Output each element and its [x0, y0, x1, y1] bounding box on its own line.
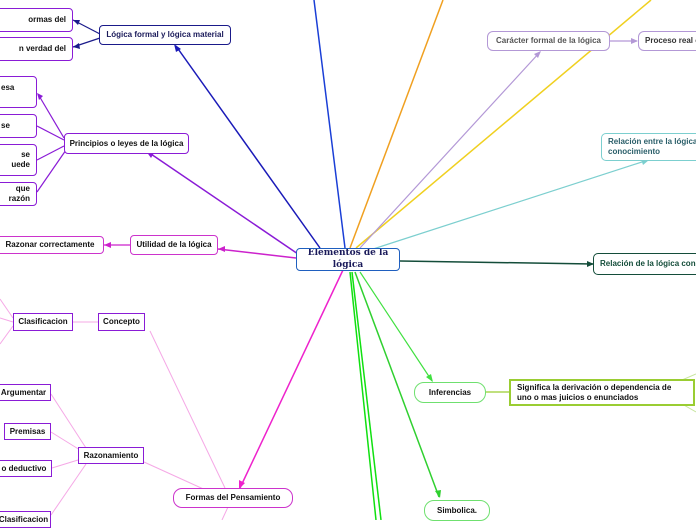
edge-principios-3 [36, 145, 65, 161]
logica-formal-label: Lógica formal y lógica material [106, 30, 224, 39]
node-inferencias-detail[interactable]: Significa la derivación o dependencia de… [509, 379, 695, 406]
edge-root-inferencias [359, 271, 433, 382]
edge-root-top-orange [349, 0, 444, 249]
edge-razonamiento-clasificacion [50, 463, 87, 516]
arrow-inferencias [426, 374, 433, 382]
principio-4-label: que razón [8, 184, 30, 203]
edge-razonamiento-argumentar [50, 393, 87, 449]
arrow-formas [239, 480, 245, 489]
edge-principios-4 [36, 149, 67, 193]
premisas-label: Premisas [9, 426, 46, 436]
edge-root-principios [147, 151, 299, 255]
edge-formas-razonamiento [143, 461, 211, 493]
deductivo-label: o deductivo [1, 463, 47, 473]
principio-3-label: se uede [11, 150, 30, 169]
arrow-logica-verdad [73, 43, 80, 49]
principio-2-label: se [1, 121, 10, 130]
edge-razonamiento-deductivo [51, 459, 79, 469]
arrow-simbolica [435, 490, 441, 498]
arrow-utilidad [218, 246, 225, 252]
node-concepto[interactable]: Concepto [98, 313, 145, 331]
arrow-principios-1 [37, 93, 43, 100]
verdad-del-label: n verdad del [18, 44, 66, 53]
edge-formas-down [221, 506, 229, 520]
concepto-label: Concepto [103, 317, 140, 326]
formas-pensamiento-label: Formas del Pensamiento [185, 493, 281, 502]
edge-razonamiento-premisas [50, 431, 81, 451]
node-razonamiento[interactable]: Razonamiento [78, 447, 144, 464]
node-formas-pensamiento[interactable]: Formas del Pensamiento [173, 488, 293, 508]
edge-principios-2 [36, 125, 65, 141]
relacion-conocimiento-label: Relación entre la lógica conocimiento [608, 137, 696, 156]
edge-root-logica-formal [175, 45, 321, 249]
node-argumentar[interactable]: Argumentar [0, 384, 51, 401]
simbolica-label: Simbolica. [436, 505, 477, 515]
node-principio-2[interactable]: se [0, 114, 37, 138]
edge-root-bottom-green-2 [351, 271, 382, 520]
node-logica-formal[interactable]: Lógica formal y lógica material [99, 25, 231, 45]
formas-del-label: ormas del [28, 15, 66, 24]
node-utilidad[interactable]: Utilidad de la lógica [130, 235, 218, 255]
edge-clasificacion-b [0, 317, 14, 323]
node-simbolica[interactable]: Simbolica. [424, 500, 490, 521]
edge-root-utilidad [217, 248, 297, 259]
node-relacion-con[interactable]: Relación de la lógica con [593, 253, 696, 275]
edge-root-relacion-con [399, 260, 594, 265]
node-principio-4[interactable]: que razón [0, 182, 37, 206]
arrow-caracter [534, 51, 541, 58]
edge-root-relacion-conocimiento [369, 159, 649, 251]
node-inferencias[interactable]: Inferencias [414, 382, 486, 403]
edge-root-formas [239, 269, 344, 489]
arrow-logica-formal [174, 44, 181, 52]
argumentar-label: Argumentar [0, 387, 47, 397]
edge-root-simbolica [354, 271, 440, 498]
edge-root-top-blue [313, 0, 346, 249]
node-relacion-conocimiento[interactable]: Relación entre la lógica conocimiento [601, 133, 696, 161]
relacion-con-label: Relación de la lógica con [600, 259, 696, 268]
root-node[interactable]: Elementos de la lógica [296, 248, 400, 271]
node-principios[interactable]: Principios o leyes de la lógica [64, 133, 189, 154]
razonar-label: Razonar correctamente [5, 240, 95, 249]
arrow-relacion-con [587, 261, 594, 267]
root-label: Elementos de la lógica [307, 248, 389, 270]
caracter-label: Carácter formal de la lógica [496, 36, 601, 45]
node-razonar[interactable]: Razonar correctamente [0, 236, 104, 254]
arrow-logica-formas [73, 20, 80, 25]
node-clasificacion-concepto[interactable]: Clasificacion [13, 313, 73, 331]
node-formas-del[interactable]: ormas del [0, 8, 73, 32]
clasificacion-razonamiento-label: Clasificacion [0, 514, 49, 524]
node-premisas[interactable]: Premisas [4, 423, 51, 440]
node-principio-1[interactable]: esa [0, 76, 37, 108]
clasificacion-concepto-label: Clasificacion [18, 317, 68, 326]
edge-principios-1 [37, 93, 65, 139]
node-verdad-del[interactable]: n verdad del [0, 37, 73, 61]
inferencias-label: Inferencias [428, 387, 472, 397]
arrow-utilidad-razonar [104, 242, 111, 248]
utilidad-label: Utilidad de la lógica [136, 240, 212, 249]
node-caracter[interactable]: Carácter formal de la lógica [487, 31, 610, 51]
inferencias-detail-label: Significa la derivación o dependencia de… [517, 382, 672, 402]
proceso-label: Proceso real c [645, 36, 696, 45]
edge-root-bottom-green-1 [349, 271, 377, 520]
principio-1-label: esa [1, 83, 15, 92]
arrow-caracter-proceso [631, 38, 638, 44]
node-proceso[interactable]: Proceso real c [638, 31, 696, 51]
edge-formas-concepto [149, 330, 226, 489]
node-principio-3[interactable]: se uede [0, 144, 37, 176]
razonamiento-label: Razonamiento [83, 450, 139, 460]
edge-root-caracter [359, 51, 541, 249]
edge-clasificacion-c [0, 325, 14, 345]
principios-label: Principios o leyes de la lógica [69, 138, 184, 148]
edge-clasificacion-a [0, 298, 14, 319]
node-deductivo[interactable]: o deductivo [0, 460, 52, 477]
